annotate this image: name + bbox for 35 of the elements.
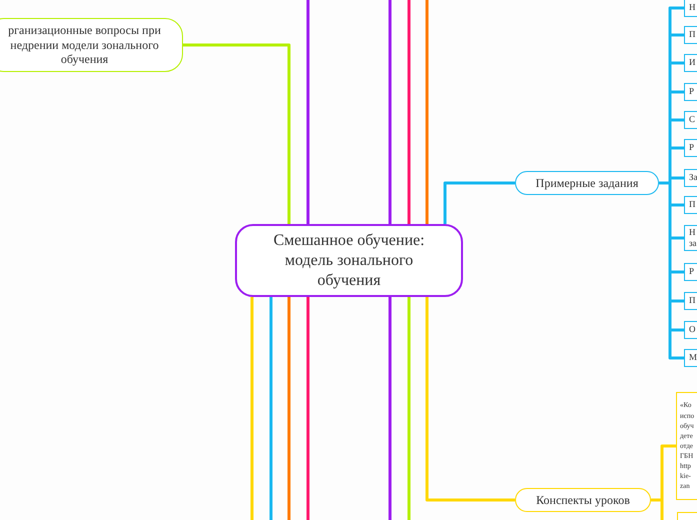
connector-line [250, 297, 254, 520]
connector-line [183, 44, 290, 224]
node-text: Примерные задания [536, 176, 638, 190]
node-text: П [689, 295, 696, 307]
connector-line [426, 0, 428, 224]
branch-box [515, 488, 651, 512]
node-text: Конспекты уроков [536, 492, 630, 508]
node-text: За [689, 172, 697, 184]
connector-line [408, 297, 410, 520]
connector-line [408, 0, 410, 224]
connector-line [306, 0, 310, 224]
node-text: Р [689, 142, 694, 154]
connector-line [270, 297, 272, 520]
node-text: рганизационные вопросы при недрении модели зонального обучения [7, 23, 162, 67]
node-text: Н [689, 2, 696, 14]
node-text: М [689, 352, 697, 364]
node-text: И [689, 57, 696, 69]
branch-box [515, 171, 659, 195]
node-text: П [689, 199, 696, 211]
node-text: П [689, 29, 696, 41]
note-box [676, 392, 697, 500]
connector-line [306, 297, 310, 520]
connector-line [388, 297, 392, 520]
node-text: О [689, 324, 696, 336]
branch-box [0, 18, 183, 72]
node-text: С [689, 114, 696, 126]
node-text: Н за [689, 226, 697, 250]
node-text: Р [689, 86, 694, 98]
connector-line [388, 0, 392, 224]
connector-line [426, 297, 515, 502]
connector-line [288, 297, 290, 520]
node-text: Р [689, 266, 694, 278]
connector-line [444, 182, 515, 224]
topic-title: Смешанное обучение: модель зонального обучения [272, 230, 426, 290]
topic-box [235, 224, 463, 297]
